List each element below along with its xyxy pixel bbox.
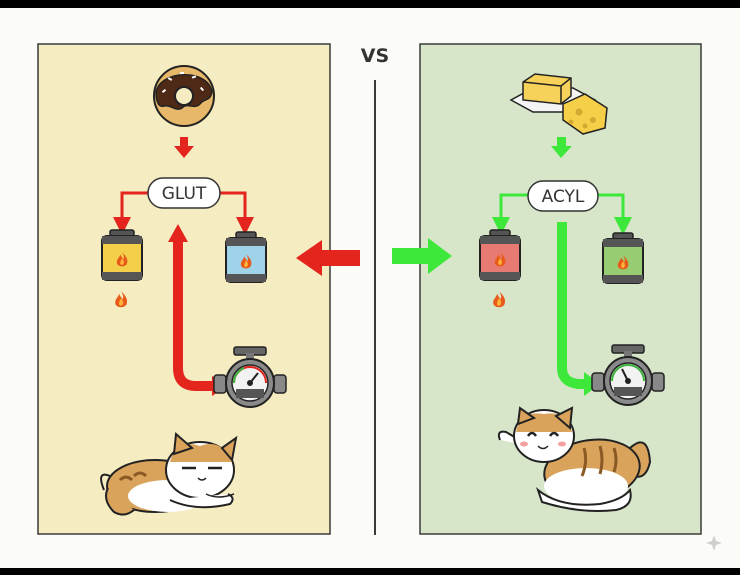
butter-cheese-icon — [509, 73, 608, 135]
glut-transporter: GLUT — [147, 177, 221, 209]
fuel-tank-icon — [602, 232, 644, 284]
down-arrow-left — [174, 137, 194, 158]
acyl-label: ACYL — [542, 187, 585, 207]
sparkle-icon — [706, 535, 722, 551]
donut-icon — [153, 65, 215, 127]
fuel-tank-icon — [479, 229, 521, 281]
branch-left — [492, 193, 532, 235]
down-arrow-right — [551, 137, 572, 158]
glut-label: GLUT — [162, 184, 207, 204]
gauge-valve-icon — [591, 344, 665, 406]
branch-right — [218, 191, 254, 235]
arrow-into-right-panel — [392, 238, 452, 274]
sleepy-cat-icon — [100, 431, 238, 516]
branch-left — [113, 191, 150, 235]
vs-label: VS — [361, 45, 389, 67]
fuel-tank-icon — [101, 229, 143, 281]
happy-cat-icon — [497, 406, 652, 512]
branch-right — [598, 193, 632, 235]
arrow-into-left-panel — [296, 240, 360, 276]
acyl-transporter: ACYL — [527, 180, 599, 212]
fuel-tank-icon — [225, 231, 267, 283]
gauge-valve-icon — [213, 346, 287, 408]
